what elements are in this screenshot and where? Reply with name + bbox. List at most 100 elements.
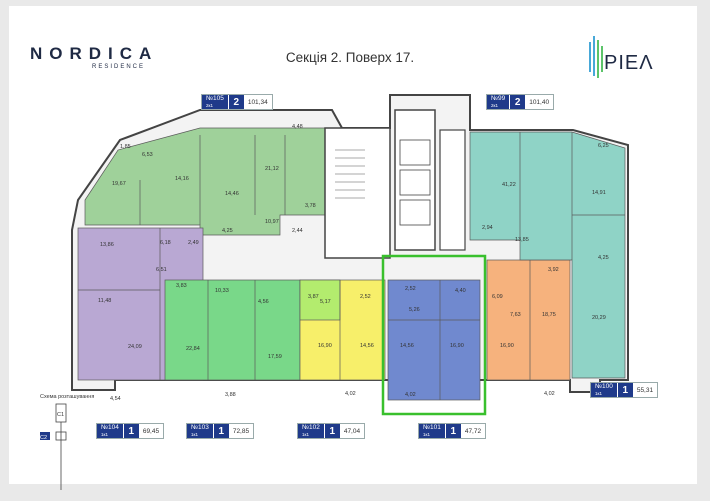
location-schema-label: Схема розташування <box>40 394 95 400</box>
room-area-label: 14,16 <box>175 176 189 182</box>
apartment-number: №101 <box>423 424 441 431</box>
room-area-label: 19,67 <box>112 181 126 187</box>
apartment-rooms-type: 1к1 <box>595 391 602 396</box>
room-area-label: 16,90 <box>318 343 332 349</box>
apartment-area: 47,72 <box>464 427 482 435</box>
room-area-label: 16,90 <box>450 343 464 349</box>
room-area-label: 3,92 <box>548 267 559 273</box>
apartment-number: №99 <box>491 95 506 102</box>
apartment-area: 101,40 <box>529 98 550 106</box>
room-area-label: 16,90 <box>500 343 514 349</box>
room-area-label: 2,52 <box>405 286 416 292</box>
apartment-area: 101,34 <box>247 98 268 106</box>
room-area-label: 4,25 <box>222 228 233 234</box>
nordica-logo: NORDICA RESIDENCE <box>30 44 151 74</box>
schema-c1-label: C1 <box>57 412 64 418</box>
room-area-label: 1,85 <box>120 144 131 150</box>
room-area-label: 10,33 <box>215 288 229 294</box>
apartment-rooms-type: 2к1 <box>491 103 498 108</box>
apartment-number: №104 <box>101 424 119 431</box>
room-area-label: 6,51 <box>156 267 167 273</box>
nordica-logo-subtitle: RESIDENCE <box>92 64 146 70</box>
apartment-rooms-type: 1к1 <box>423 432 430 437</box>
apartment-rooms-type: 2к1 <box>206 103 213 108</box>
room-area-label: 41,22 <box>502 182 516 188</box>
apartment-rooms-count: 1 <box>323 424 340 438</box>
room-area-label: 4,02 <box>345 391 356 397</box>
room-area-label: 2,44 <box>292 228 303 234</box>
apartment-number: №105 <box>206 95 224 102</box>
apartment-rooms-type: 1к1 <box>101 432 108 437</box>
room-area-label: 18,75 <box>542 312 556 318</box>
room-area-label: 20,29 <box>592 315 606 321</box>
room-area-label: 4,02 <box>544 391 555 397</box>
page-title: Секція 2. Поверх 17. <box>285 50 415 65</box>
room-area-label: 22,84 <box>186 346 200 352</box>
developer-logo-word: ΡΙΕΛ <box>604 52 654 74</box>
room-area-label: 14,56 <box>360 343 374 349</box>
apartment-rooms-count: 2 <box>227 95 244 109</box>
selected-apartment-highlight[interactable] <box>381 254 487 416</box>
room-area-label: 13,86 <box>100 242 114 248</box>
room-area-label: 14,56 <box>400 343 414 349</box>
room-area-label: 24,09 <box>128 344 142 350</box>
room-area-label: 3,88 <box>225 392 236 398</box>
room-area-label: 6,53 <box>142 152 153 158</box>
room-area-label: 13,85 <box>515 237 529 243</box>
room-area-label: 14,91 <box>592 190 606 196</box>
schema-c2-label: C2 <box>40 435 47 441</box>
room-area-label: 4,02 <box>405 392 416 398</box>
apartment-rooms-count: 1 <box>616 383 633 397</box>
apartment-area: 55,31 <box>636 386 654 394</box>
room-area-label: 5,26 <box>409 307 420 313</box>
apartment-102-plan <box>299 279 386 381</box>
room-area-label: 6,25 <box>598 143 609 149</box>
room-area-label: 5,17 <box>320 299 331 305</box>
developer-logo: ΡΙΕΛ <box>586 32 676 80</box>
room-area-label: 14,46 <box>225 191 239 197</box>
apartment-number: №103 <box>191 424 209 431</box>
room-area-label: 3,78 <box>305 203 316 209</box>
room-area-label: 10,97 <box>265 219 279 225</box>
room-labels: 19,67 14,16 14,46 21,12 4,48 3,78 4,25 1… <box>98 124 609 402</box>
apartment-area: 72,85 <box>232 427 250 435</box>
room-area-label: 2,94 <box>482 225 493 231</box>
room-area-label: 21,12 <box>265 166 279 172</box>
room-area-label: 6,18 <box>160 240 171 246</box>
room-area-label: 6,09 <box>492 294 503 300</box>
apartment-99-plan <box>469 131 626 379</box>
room-area-label: 7,63 <box>510 312 521 318</box>
room-area-label: 2,49 <box>188 240 199 246</box>
apartment-105-plan <box>84 127 326 236</box>
apartment-rooms-count: 2 <box>509 95 526 109</box>
apartment-rooms-count: 1 <box>212 424 229 438</box>
room-area-label: 4,40 <box>455 288 466 294</box>
nordica-logo-word: NORDICA <box>30 44 159 63</box>
apartment-rooms-type: 1к1 <box>191 432 198 437</box>
room-area-label: 17,59 <box>268 354 282 360</box>
location-schema: C1 C2 <box>40 403 67 490</box>
room-area-label: 2,52 <box>360 294 371 300</box>
apartment-rooms-count: 1 <box>122 424 139 438</box>
apartment-100-plan <box>486 259 571 381</box>
room-area-label: 4,25 <box>598 255 609 261</box>
core-stairs-elevators <box>324 109 466 259</box>
developer-logo-mark <box>589 36 603 78</box>
apartment-rooms-type: 1к1 <box>302 432 309 437</box>
room-area-label: 4,56 <box>258 299 269 305</box>
apartment-rooms-count: 1 <box>444 424 461 438</box>
apartment-area: 69,45 <box>142 427 160 435</box>
apartment-area: 47,04 <box>343 427 361 435</box>
room-area-label: 3,87 <box>308 294 319 300</box>
apartment-103-plan <box>164 279 301 381</box>
room-area-label: 4,48 <box>292 124 303 130</box>
room-area-label: 3,83 <box>176 283 187 289</box>
